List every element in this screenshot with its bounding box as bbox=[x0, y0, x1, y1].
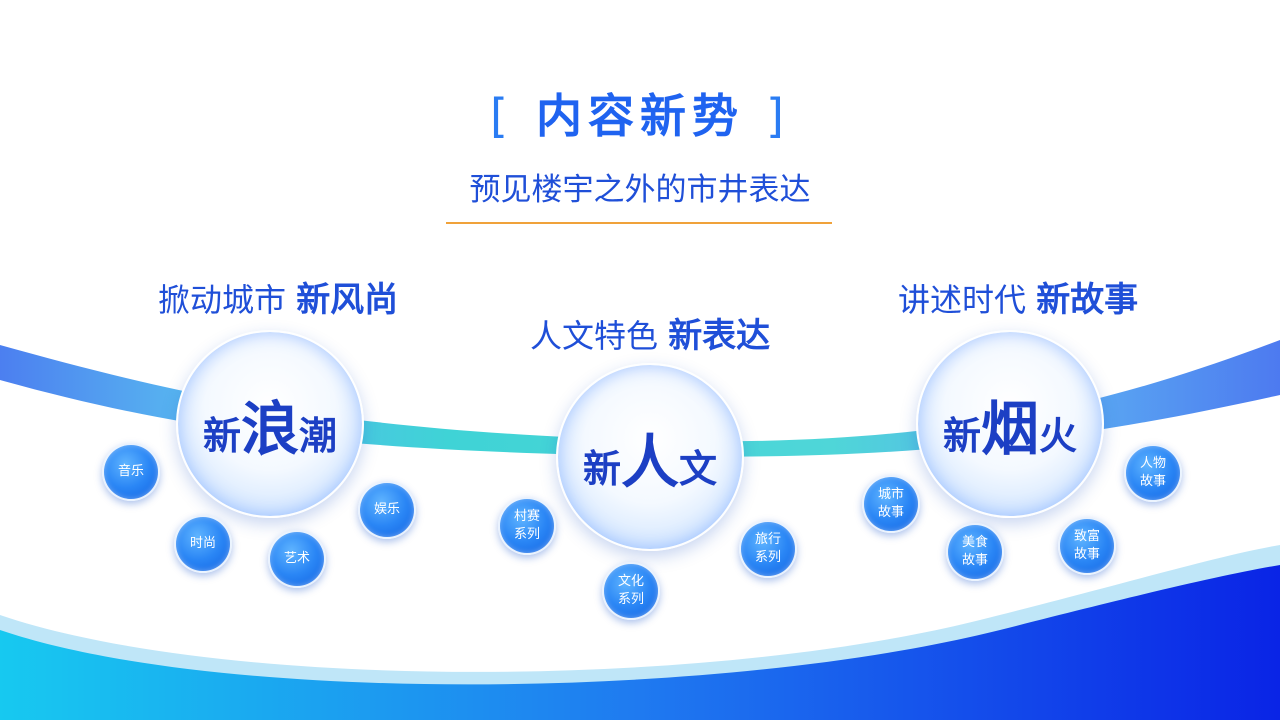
bubble-xinyanhuo: 新烟火 bbox=[916, 330, 1104, 518]
tag-art: 艺术 bbox=[268, 530, 326, 588]
subtitle: 预见楼宇之外的市井表达 bbox=[469, 172, 811, 208]
bracket-left: [ bbox=[490, 89, 514, 143]
section-1-lead: 掀动城市 bbox=[158, 281, 287, 319]
section-title-2: 人文特色 新表达 bbox=[530, 308, 770, 357]
tag-music: 音乐 bbox=[102, 443, 160, 501]
bubble-1-text: 新浪潮 bbox=[202, 395, 338, 463]
bubble-3-text: 新烟火 bbox=[942, 395, 1078, 463]
section-title-1: 掀动城市 新风尚 bbox=[158, 272, 398, 321]
title-text: 内容新势 bbox=[536, 89, 744, 143]
section-2-lead: 人文特色 bbox=[530, 317, 659, 355]
bubble-2-text: 新人文 bbox=[582, 428, 718, 496]
tag-city-stories: 城市 故事 bbox=[862, 475, 920, 533]
tag-village-games: 村赛 系列 bbox=[498, 497, 556, 555]
bottom-wave bbox=[0, 565, 1280, 720]
tag-fashion: 时尚 bbox=[174, 515, 232, 573]
section-3-emphasis: 新故事 bbox=[1036, 280, 1139, 320]
tag-travel: 旅行 系列 bbox=[739, 520, 797, 578]
bubble-xinrenwen: 新人文 bbox=[556, 363, 744, 551]
tag-people-stories: 人物 故事 bbox=[1124, 444, 1182, 502]
bubble-xinlangchao: 新浪潮 bbox=[176, 330, 364, 518]
section-2-emphasis: 新表达 bbox=[668, 316, 771, 356]
tag-culture: 文化 系列 bbox=[602, 562, 660, 620]
tag-food-stories: 美食 故事 bbox=[946, 523, 1004, 581]
bracket-right: ] bbox=[766, 89, 790, 143]
section-3-lead: 讲述时代 bbox=[898, 281, 1027, 319]
tag-prosperity-stories: 致富 故事 bbox=[1058, 517, 1116, 575]
tag-entertainment: 娱乐 bbox=[358, 481, 416, 539]
section-1-emphasis: 新风尚 bbox=[296, 280, 399, 320]
title-divider bbox=[446, 222, 832, 224]
page-title: [ 内容新势 ] bbox=[0, 80, 1280, 146]
section-title-3: 讲述时代 新故事 bbox=[898, 272, 1138, 321]
